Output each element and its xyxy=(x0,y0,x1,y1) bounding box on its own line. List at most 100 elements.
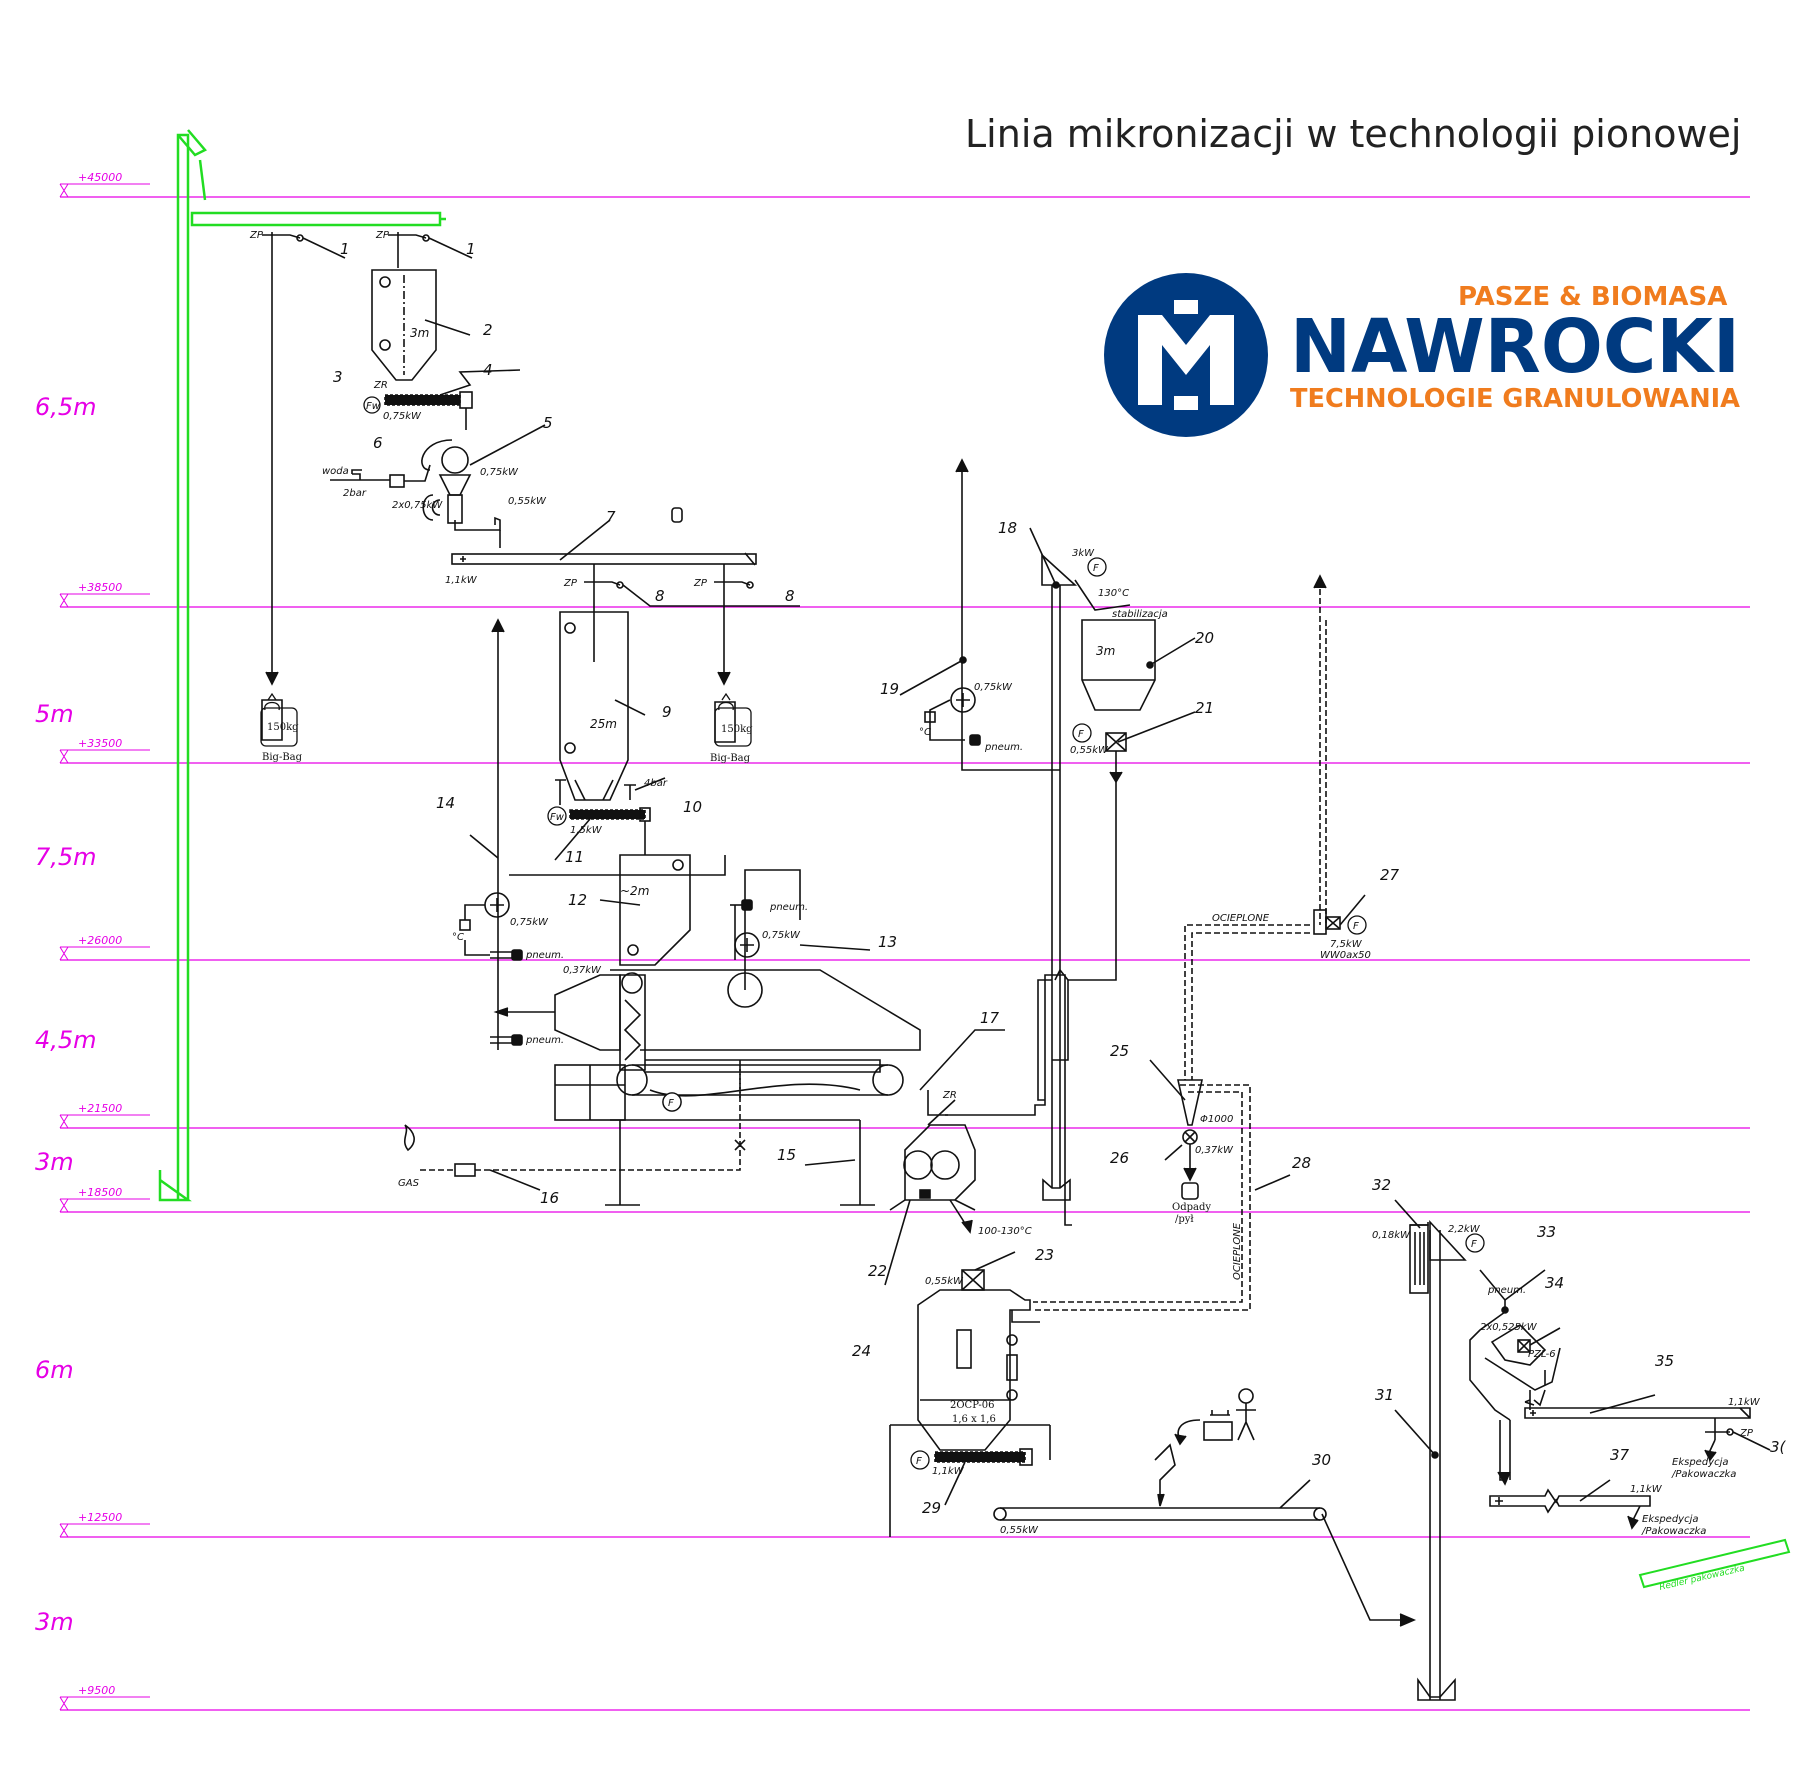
annot-kw: 0,55kW xyxy=(508,496,547,507)
annot-zr: ZR xyxy=(373,380,388,391)
callout: 15 xyxy=(777,1146,796,1164)
annot-eksp: Ekspedycja xyxy=(1642,1514,1699,1525)
annot-kw: 0,37kW xyxy=(563,965,602,976)
callout: 11 xyxy=(565,848,584,866)
annot-kw: 1,1kW xyxy=(1728,1397,1761,1408)
annot-kw: 1,1kW xyxy=(932,1466,965,1477)
callout: 2 xyxy=(483,321,493,339)
height-label: 6,5m xyxy=(35,393,97,421)
annot-pneum: pneum. xyxy=(525,1035,564,1046)
annot-kw: 7,5kW xyxy=(1330,939,1363,950)
bucket-elevator-green xyxy=(158,129,446,1202)
callout: 1 xyxy=(466,240,476,258)
annot-zp: ZP xyxy=(693,578,708,589)
annot-ocieplone: OCIEPLONE xyxy=(1232,1222,1243,1280)
annot-cooler: 1,6 x 1,6 xyxy=(952,1414,996,1425)
annot-kw: 2x0,75kW xyxy=(392,500,443,511)
callout: 4 xyxy=(483,361,493,379)
annot-kw: 1,1kW xyxy=(445,575,478,586)
callout: 18 xyxy=(998,519,1017,537)
callout: 8 xyxy=(785,587,795,605)
level-label: +33500 xyxy=(78,737,122,750)
annot-c130: 130°C xyxy=(1098,588,1129,599)
annot-kw: 0,75kW xyxy=(762,930,801,941)
callout: 34 xyxy=(1545,1274,1564,1292)
annot-kw: 1,5kW xyxy=(570,825,603,836)
height-label: 5m xyxy=(35,700,74,728)
callout: 13 xyxy=(878,933,897,951)
level-lines xyxy=(60,196,1750,1711)
motor-label: F xyxy=(1078,729,1084,740)
annot-pneum: pneum. xyxy=(1487,1285,1526,1296)
height-label: 3m xyxy=(35,1608,74,1636)
callout: 37 xyxy=(1610,1446,1630,1464)
level-label: +12500 xyxy=(78,1511,122,1524)
annot-kw: 0,75kW xyxy=(383,411,422,422)
height-label: 4,5m xyxy=(35,1026,97,1054)
annot-zp: ZP xyxy=(375,230,390,241)
height-label: 6m xyxy=(35,1356,74,1384)
annot-bar: 2bar xyxy=(343,488,367,499)
annot-kw: 2x0,525kW xyxy=(1480,1322,1538,1333)
motor-label: F xyxy=(1471,1239,1477,1250)
annot-woda: woda xyxy=(322,466,349,477)
level-label: +45000 xyxy=(78,171,122,184)
logo-mark xyxy=(1138,315,1234,405)
annot-kw: 0,75kW xyxy=(480,467,519,478)
callout: 10 xyxy=(683,798,702,816)
annot-kw: 1,1kW xyxy=(1630,1484,1663,1495)
annot-kw: 0,75kW xyxy=(510,917,549,928)
level-label: +18500 xyxy=(78,1186,122,1199)
annot-eksp: Ekspedycja xyxy=(1672,1457,1729,1468)
callout: 31 xyxy=(1375,1386,1394,1404)
annot-vol: ~2m xyxy=(620,884,649,898)
callout: 7 xyxy=(606,508,616,526)
annot-zp: ZP xyxy=(563,578,578,589)
annot-cooler: 2OCP-06 xyxy=(950,1400,995,1411)
callout: 23 xyxy=(1035,1246,1054,1264)
level-label: +38500 xyxy=(78,581,122,594)
callout: 3( xyxy=(1770,1438,1787,1456)
annot-kw: 0,55kW xyxy=(1070,745,1109,756)
callout: 30 xyxy=(1312,1451,1331,1469)
callout: 12 xyxy=(568,891,587,909)
annot-bag: Big-Bag xyxy=(262,752,303,763)
level-markers xyxy=(59,183,150,1711)
callout: 21 xyxy=(1195,699,1214,717)
motor-label: F xyxy=(668,1098,674,1109)
annot-bar: 4bar xyxy=(644,778,668,789)
level-label: +21500 xyxy=(78,1102,122,1115)
annot-ocieplone: OCIEPLONE xyxy=(1212,913,1270,924)
motor-markers xyxy=(363,396,1485,1470)
motor-label: F xyxy=(1093,563,1099,574)
annot-zp: ZP xyxy=(249,230,264,241)
annot-ww: WW0ax50 xyxy=(1320,950,1371,961)
callout: 33 xyxy=(1537,1223,1556,1241)
annot-gas: GAS xyxy=(398,1178,420,1189)
annot-pneum: pneum. xyxy=(769,902,808,913)
bigbag-icon xyxy=(260,692,752,747)
callout: 25 xyxy=(1110,1042,1129,1060)
annot-kw: 2,2kW xyxy=(1448,1224,1481,1235)
annot-zr: ZR xyxy=(942,1090,957,1101)
annot-odpady: Odpady xyxy=(1172,1202,1211,1213)
logo-line1: PASZE & BIOMASA xyxy=(1458,282,1727,312)
callout: 9 xyxy=(662,703,672,721)
annot-bag: 150kg xyxy=(267,722,299,733)
callout: 5 xyxy=(543,414,553,432)
annot-bag: 150kg xyxy=(721,724,753,735)
motor-label: F xyxy=(1353,921,1359,932)
logo-line3: TECHNOLOGIE GRANULOWANIA xyxy=(1290,384,1740,414)
motor-label: Fw xyxy=(366,401,381,412)
annot-kw: 0,37kW xyxy=(1195,1145,1234,1156)
callout: 16 xyxy=(540,1189,559,1207)
callout: 3 xyxy=(333,368,343,386)
callout: 14 xyxy=(436,794,455,812)
equipment xyxy=(261,232,1771,1701)
callout: 29 xyxy=(922,1499,941,1517)
redler-green xyxy=(1638,1538,1791,1589)
annot-kw: 0,55kW xyxy=(1000,1525,1039,1536)
callout: 20 xyxy=(1195,629,1214,647)
annot-kw: 0,75kW xyxy=(974,682,1013,693)
